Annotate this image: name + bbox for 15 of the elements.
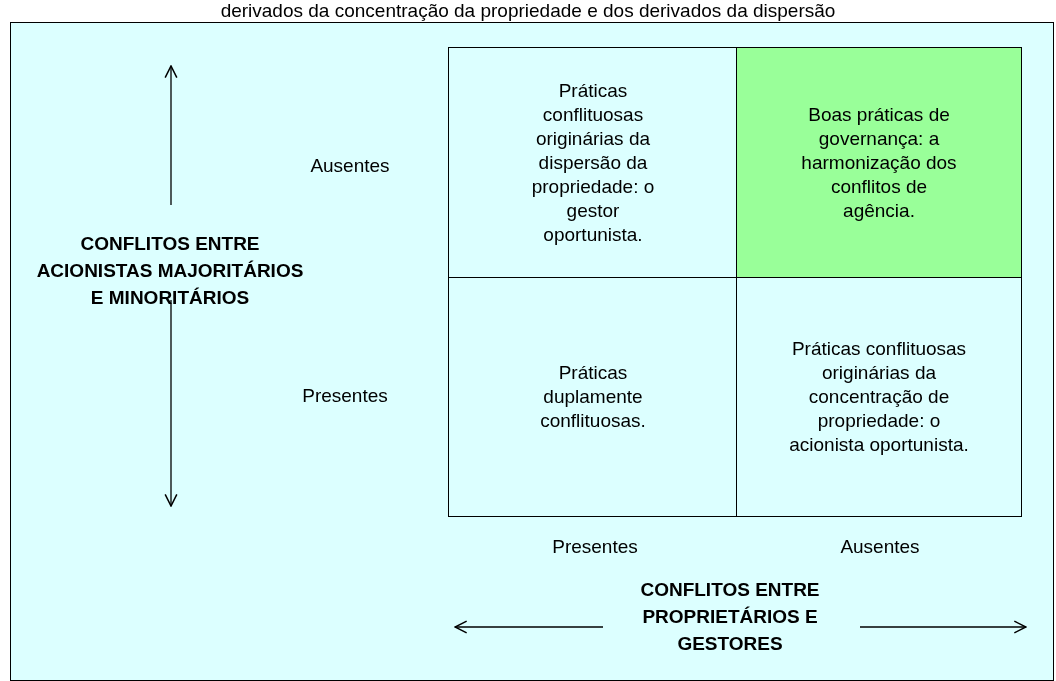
- column-label: Ausentes: [839, 536, 921, 558]
- quadrant-text: Práticas duplamente conflituosas.: [539, 361, 647, 433]
- quadrant-box: [736, 277, 1022, 517]
- quadrant-text: Práticas conflituosas originárias da dispersão da propriedade: o gestor oportunista.: [530, 79, 656, 247]
- column-label: Presentes: [551, 536, 639, 558]
- title: derivados da concentração da propriedade e dos derivados da dispersão: [219, 0, 837, 22]
- quadrant-text: Práticas conflituosas originárias da concentração de propriedade: o acionista oportunista.: [788, 337, 970, 457]
- row-label: Presentes: [301, 385, 389, 407]
- axis-title: CONFLITOS ENTRE PROPRIETÁRIOS E GESTORES: [639, 578, 821, 656]
- quadrant-box: [448, 47, 738, 279]
- quadrant-box: [736, 47, 1022, 279]
- axis-title: CONFLITOS ENTRE ACIONISTAS MAJORITÁRIOS E MINORITÁRIOS: [35, 232, 305, 310]
- row-label: Ausentes: [309, 155, 391, 177]
- quadrant-box: [448, 277, 738, 517]
- quadrant-text: Boas práticas de governança: a harmonização dos conflitos de agência.: [800, 103, 958, 223]
